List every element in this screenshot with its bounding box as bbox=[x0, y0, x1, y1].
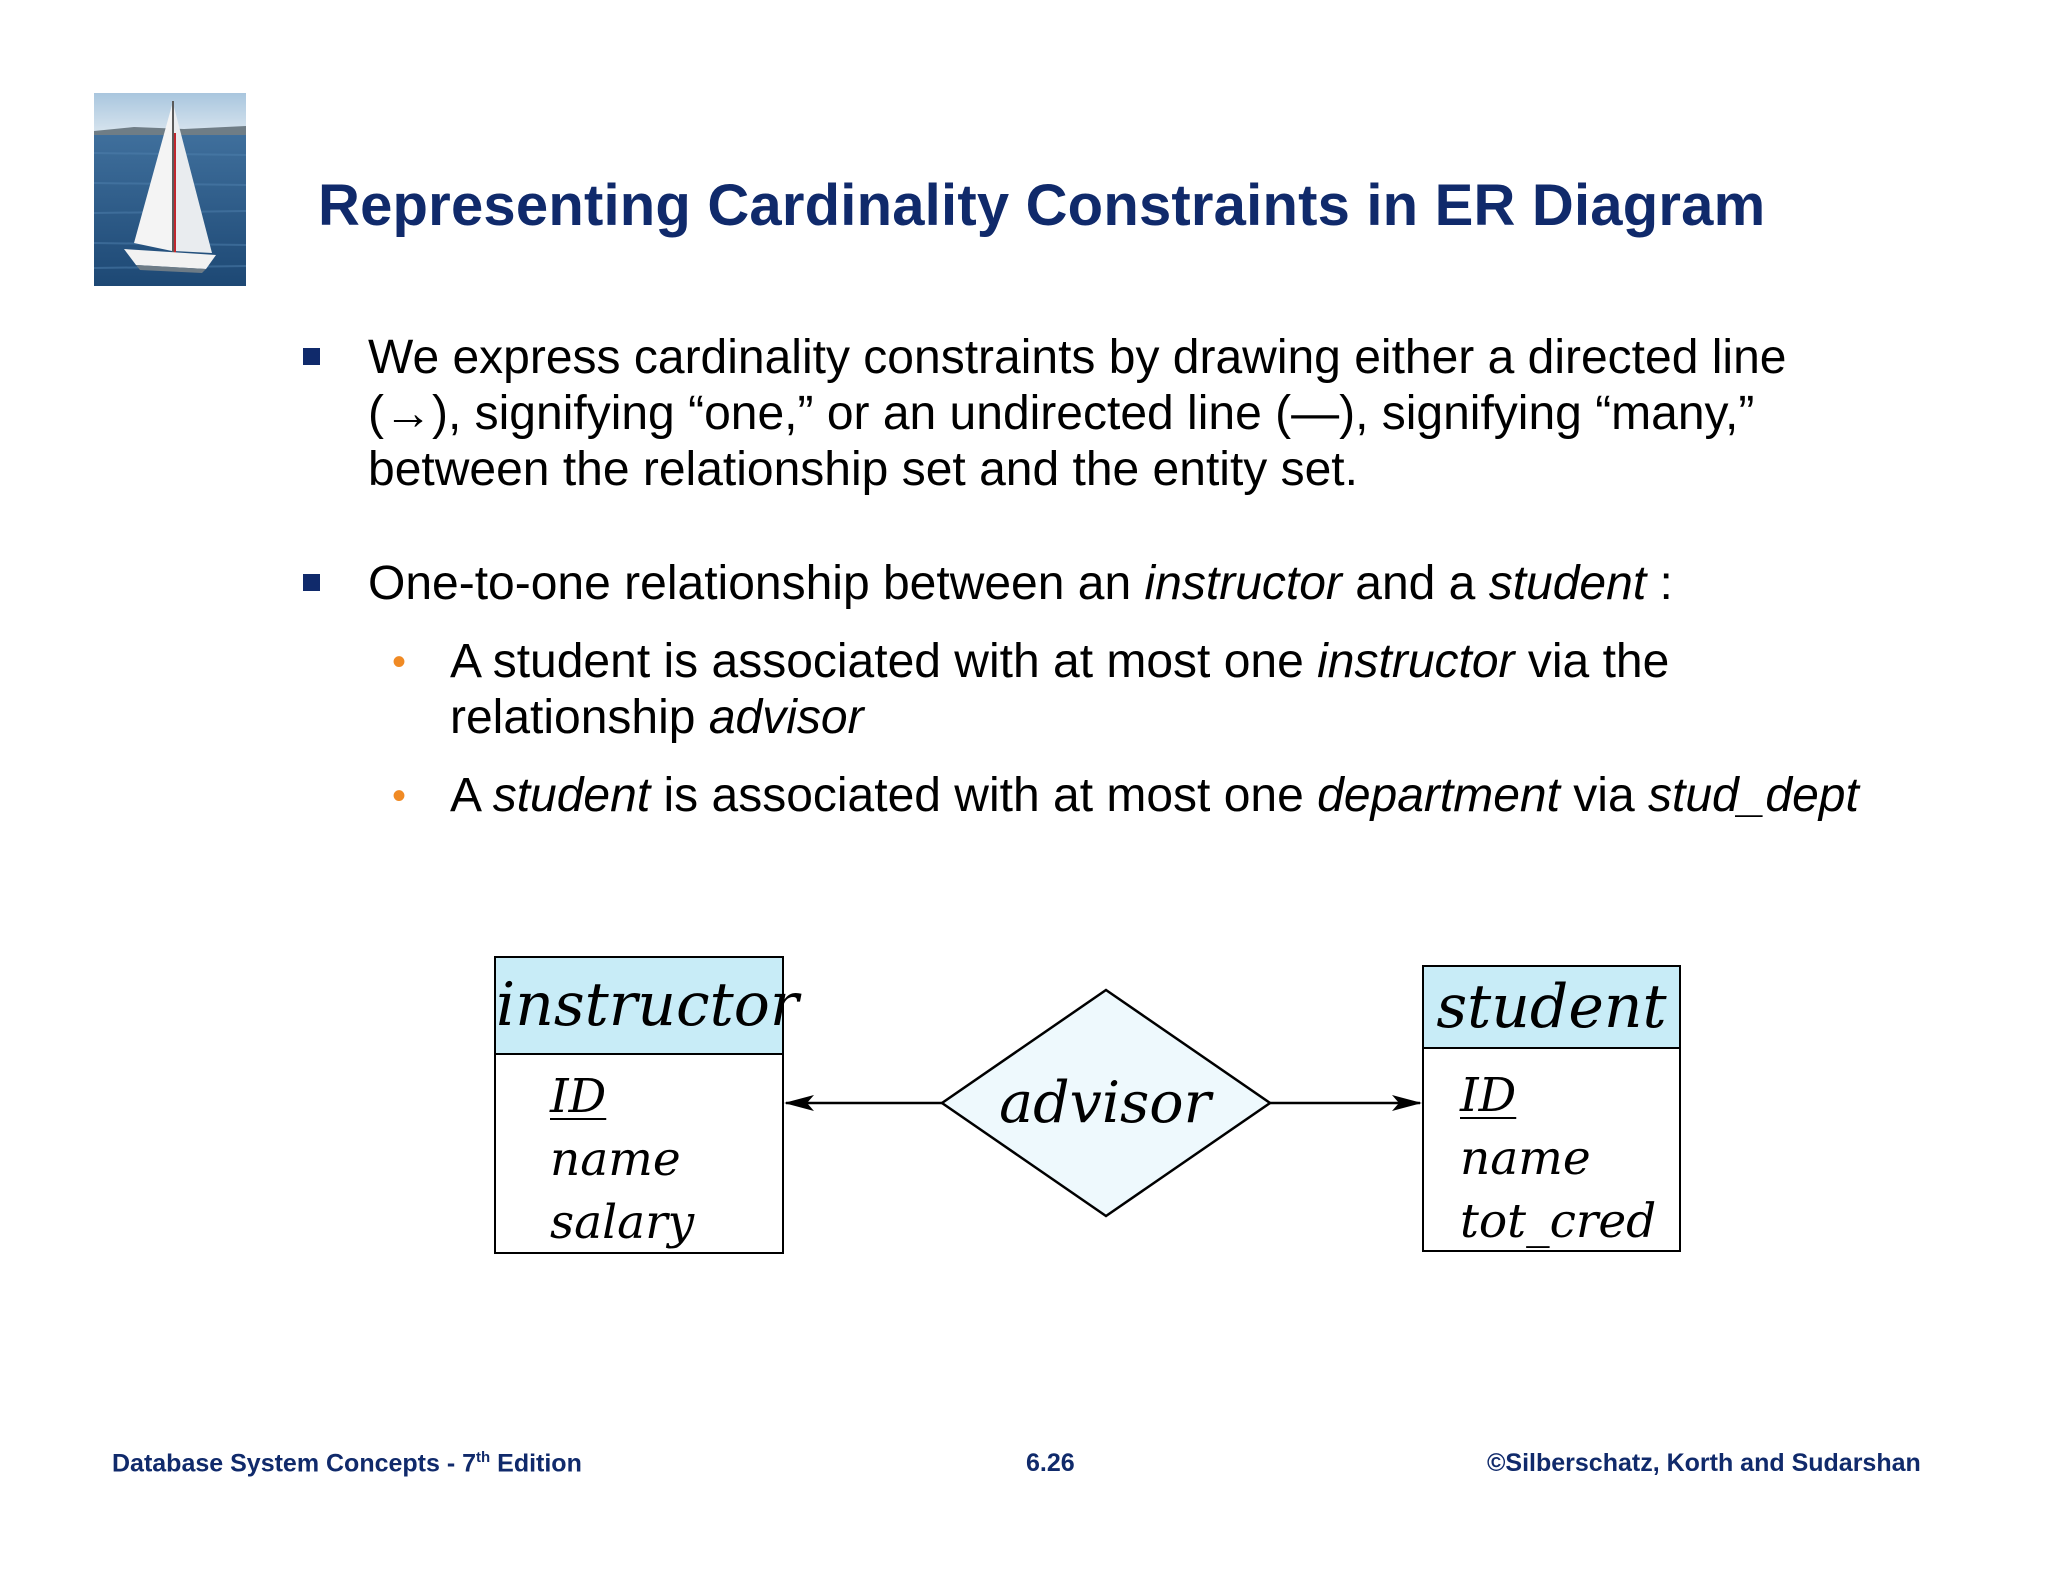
footer-book-title: Database System Concepts - 7th Edition bbox=[112, 1449, 582, 1478]
square-bullet-icon bbox=[303, 574, 320, 591]
slide-title: Representing Cardinality Constraints in … bbox=[318, 173, 1766, 238]
sub-bullet-text: A student is associated with at most one… bbox=[450, 635, 1670, 744]
entity-student: student ID name tot_cred bbox=[1422, 965, 1681, 1252]
footer-copyright: ©Silberschatz, Korth and Sudarshan bbox=[1487, 1449, 1921, 1477]
bullet-text: We express cardinality constraints by dr… bbox=[368, 331, 1787, 496]
bullet-text: One-to-one relationship between an instr… bbox=[368, 557, 1673, 610]
bullet-item: We express cardinality constraints by dr… bbox=[300, 330, 1860, 498]
entity-instructor: instructor ID name salary bbox=[494, 956, 799, 1254]
sub-bullet-list: • A student is associated with at most o… bbox=[300, 634, 1860, 824]
round-bullet-icon: • bbox=[392, 640, 407, 684]
bullet-item: One-to-one relationship between an instr… bbox=[300, 556, 1860, 612]
relationship-label: advisor bbox=[999, 1070, 1211, 1136]
sub-bullet-item: • A student is associated with at most o… bbox=[392, 634, 1860, 746]
attribute-list: ID name salary bbox=[496, 1055, 782, 1254]
primary-key-attribute: ID bbox=[550, 1069, 607, 1124]
attribute: name bbox=[550, 1132, 681, 1187]
square-bullet-icon bbox=[303, 348, 320, 365]
slide-body: We express cardinality constraints by dr… bbox=[300, 330, 1860, 846]
footer-page-number: 6.26 bbox=[1026, 1449, 1075, 1477]
attribute: tot_cred bbox=[1460, 1194, 1657, 1249]
sailboat-photo-icon bbox=[94, 93, 246, 286]
primary-key-attribute: ID bbox=[1460, 1068, 1517, 1123]
attribute: name bbox=[1460, 1131, 1591, 1186]
attribute: salary bbox=[550, 1195, 695, 1250]
sub-bullet-item: • A student is associated with at most o… bbox=[392, 768, 1860, 824]
entity-name: student bbox=[1424, 967, 1679, 1049]
round-bullet-icon: • bbox=[392, 774, 407, 818]
attribute-list: ID name tot_cred bbox=[1424, 1049, 1679, 1253]
entity-name: instructor bbox=[496, 958, 799, 1055]
sub-bullet-text: A student is associated with at most one… bbox=[450, 769, 1859, 822]
